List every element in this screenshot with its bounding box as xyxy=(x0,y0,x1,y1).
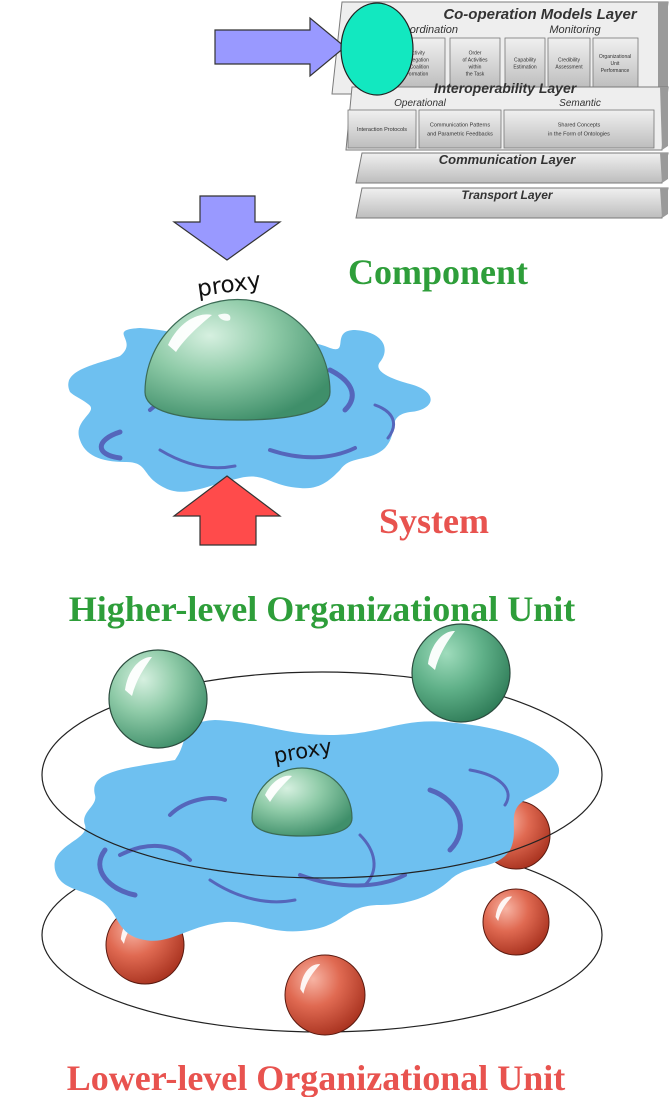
lower-unit-member-1 xyxy=(482,888,550,956)
up-arrow-icon xyxy=(172,475,282,546)
component-dome xyxy=(144,298,331,421)
transport-layer: Transport Layer xyxy=(355,187,669,219)
interoperability-box-caption-0: Interaction Protocols xyxy=(357,127,407,133)
monitoring-section-label: Monitoring xyxy=(549,24,601,36)
communication-layer-title: Communication Layer xyxy=(439,152,576,167)
shared-concepts-box xyxy=(503,109,655,149)
order-of-activities-box xyxy=(449,37,501,89)
interaction-protocols-box xyxy=(347,109,417,149)
higher-unit-member-right xyxy=(411,623,511,723)
lower-level-unit-label: Lower-level Organizational Unit xyxy=(67,1058,566,1097)
transport-layer-title: Transport Layer xyxy=(461,188,553,202)
component-label: Component xyxy=(348,252,528,292)
higher-unit-member-left xyxy=(108,649,208,749)
cooperation-layer-title: Co-operation Models Layer xyxy=(443,6,638,23)
layer-stack: Co-operation Models Layer Co-ordination … xyxy=(214,1,669,219)
organizational-unit-performance-box xyxy=(592,37,639,89)
organizational-units-section: Higher-level Organizational Unit proxy xyxy=(41,589,603,1097)
proxy-label-top: proxy xyxy=(195,268,262,303)
interoperability-layer: Interoperability Layer Operational Seman… xyxy=(345,80,669,151)
teal-disc-marker xyxy=(340,2,414,96)
interoperability-layer-title: Interoperability Layer xyxy=(434,80,578,96)
operational-section-label: Operational xyxy=(394,98,446,109)
lower-unit-member-3 xyxy=(284,954,366,1036)
pointer-arrow-icon xyxy=(214,16,346,78)
semantic-section-label: Semantic xyxy=(559,98,601,109)
component-section: proxy Component System xyxy=(68,195,528,546)
system-label: System xyxy=(379,501,489,541)
credibility-assessment-box xyxy=(547,37,591,89)
cooperation-models-layer: Co-operation Models Layer Co-ordination … xyxy=(331,1,669,95)
capability-estimation-box xyxy=(504,37,546,89)
communication-patterns-box xyxy=(418,109,502,149)
higher-unit-ring xyxy=(41,671,603,879)
higher-level-unit-label: Higher-level Organizational Unit xyxy=(69,589,576,629)
down-arrow-icon xyxy=(172,195,282,261)
communication-layer: Communication Layer xyxy=(355,152,669,184)
